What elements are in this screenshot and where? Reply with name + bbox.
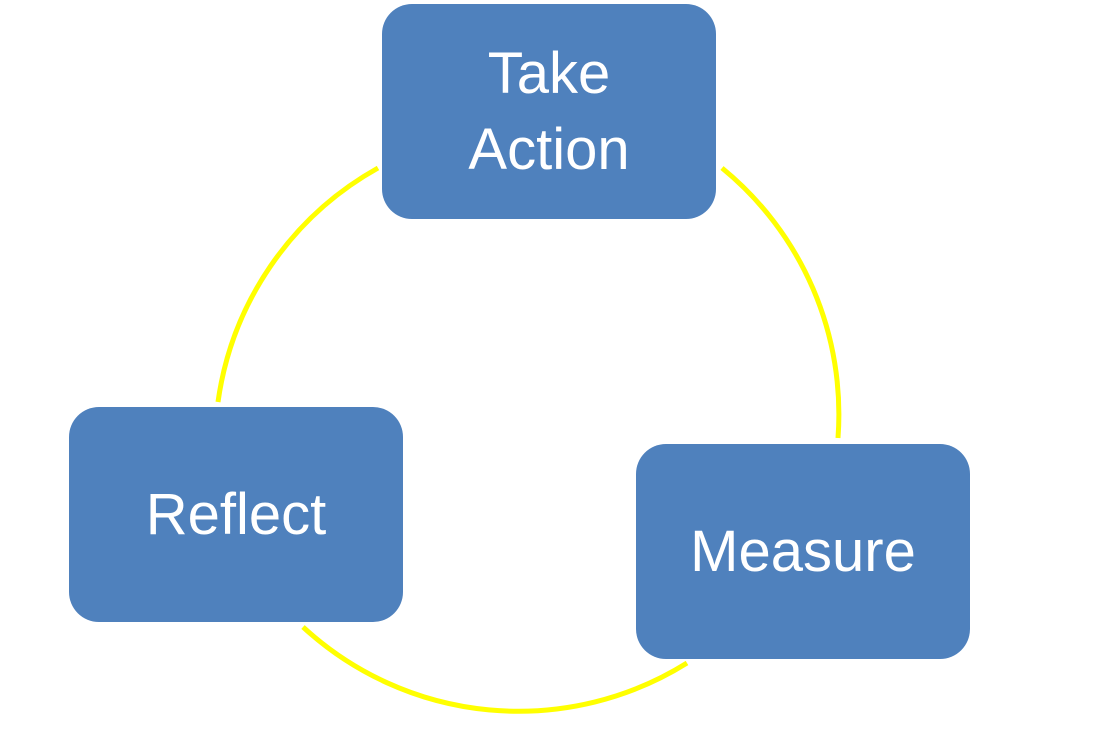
- node-measure-label: Measure: [690, 518, 916, 584]
- node-measure: Measure: [636, 444, 970, 659]
- connector-reflect-to-take-action: [215, 165, 380, 403]
- node-reflect-label: Reflect: [145, 481, 327, 547]
- node-reflect: Reflect: [69, 407, 403, 622]
- connector-take-action-to-measure: [720, 166, 842, 439]
- node-take-action-label: Take Action: [468, 41, 630, 182]
- node-take-action: Take Action: [382, 4, 716, 219]
- connector-measure-to-reflect: [301, 625, 689, 714]
